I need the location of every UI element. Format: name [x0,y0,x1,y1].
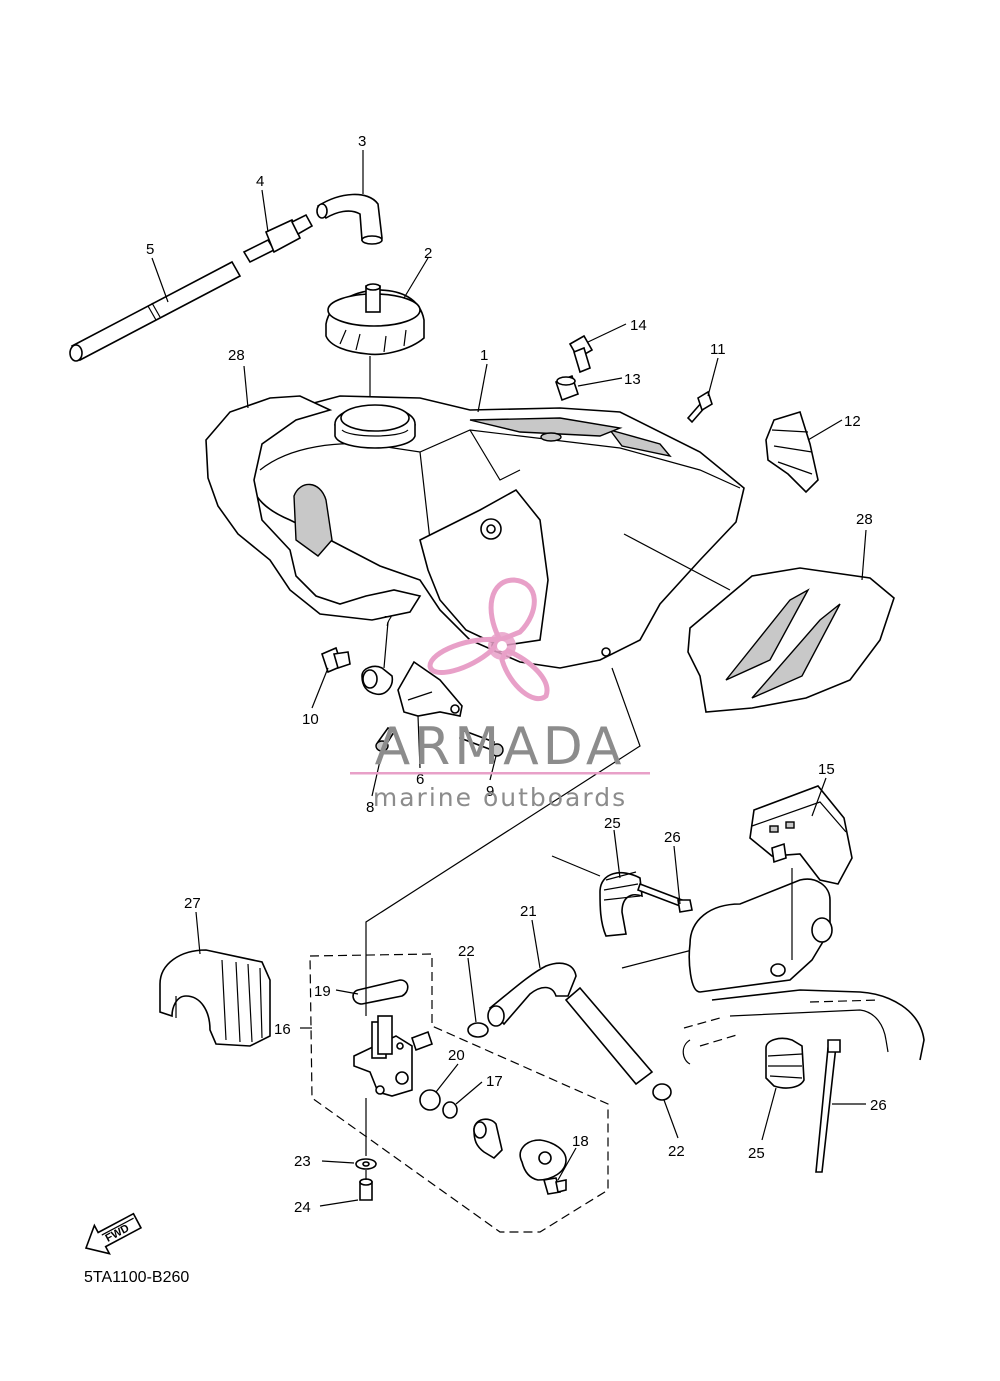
watermark-tagline: marine outboards [373,783,627,812]
callout-26-upper: 26 [664,829,681,846]
callout-10: 10 [302,711,319,728]
part-hose-21 [487,962,654,1086]
part-tank-cover-right-28 [687,567,895,713]
callout-20: 20 [448,1047,465,1064]
part-hose-5 [69,260,242,362]
part-fuel-tank-1 [247,395,745,669]
part-oring-17 [442,1101,458,1119]
part-washer-23 [355,1158,377,1170]
part-cable-tie-26-upper [551,855,693,913]
part-cover-27 [159,949,271,1047]
callout-15: 15 [818,761,835,778]
part-bracket-6 [397,660,463,717]
callout-6: 6 [416,771,424,788]
callout-9: 9 [486,783,494,800]
callout-4: 4 [256,173,264,190]
callout-3: 3 [358,133,366,150]
part-bent-hose-3 [316,193,383,245]
frame-section [621,878,925,1065]
callout-22-upper: 22 [458,943,475,960]
part-fuel-cock-16 [353,1015,434,1097]
callout-labels: 1 2 3 4 5 6 7 8 9 10 11 12 13 14 15 16 1… [146,133,887,1216]
leader-lines [151,150,867,1207]
part-fuel-cock-lever [473,1118,503,1160]
part-plate-19 [352,979,409,1005]
callout-18: 18 [572,1133,589,1150]
part-filter-20 [419,1089,441,1111]
part-clip-12 [765,411,819,494]
armada-watermark: ARMADA marine outboards [350,577,650,812]
part-damper-7 [361,665,394,696]
callout-24: 24 [294,1199,311,1216]
part-cable-tie-26-lower [815,1039,841,1173]
part-clamp-15 [749,785,853,960]
callout-22-lower: 22 [668,1143,685,1160]
callout-7: 7 [384,613,392,630]
callout-11: 11 [710,341,726,358]
part-bolt-9 [459,728,504,757]
callout-21: 21 [520,903,537,920]
part-grommet-25-lower [765,1037,805,1089]
part-fitting-4 [242,213,314,264]
callout-28-left: 28 [228,347,245,364]
assembly-boundary-16 [309,953,609,1233]
callout-19: 19 [314,983,331,1000]
part-cock-plate [519,1139,567,1181]
callout-14: 14 [630,317,647,334]
callout-2: 2 [424,245,432,262]
part-bolt-14 [568,334,594,374]
callout-13: 13 [624,371,641,388]
callout-26-lower: 26 [870,1097,887,1114]
part-clip-22-lower [652,1083,672,1101]
armada-propeller-logo [427,577,550,701]
callout-8: 8 [366,799,374,816]
watermark-divider [350,772,650,775]
callout-12: 12 [844,413,861,430]
callout-28-right: 28 [856,511,873,528]
callout-16: 16 [274,1021,291,1038]
part-tank-cover-left-28 [205,395,422,621]
part-bolt-11 [686,390,713,424]
part-grommet-25-upper [599,871,643,937]
callout-17: 17 [486,1073,503,1090]
callout-23: 23 [294,1153,311,1170]
callout-27: 27 [184,895,201,912]
part-grommet-13 [554,374,580,402]
callout-25-lower: 25 [748,1145,765,1162]
part-screw-18 [542,1177,567,1195]
fwd-arrow-icon: FWD [84,1212,143,1255]
part-fuel-cap-2 [325,283,425,356]
callout-5: 5 [146,241,154,258]
fwd-label: FWD [104,1222,132,1244]
diagram-code: 5TA1100-B260 [84,1269,189,1286]
watermark-brand: ARMADA [375,717,626,777]
part-clip-22-upper [467,1022,489,1038]
part-bolt-10 [321,646,351,674]
connection-lines [365,667,641,1180]
part-bolt-8 [375,726,396,752]
part-bolt-24 [359,1178,373,1201]
callout-25-upper: 25 [604,815,621,832]
callout-1: 1 [480,347,488,364]
